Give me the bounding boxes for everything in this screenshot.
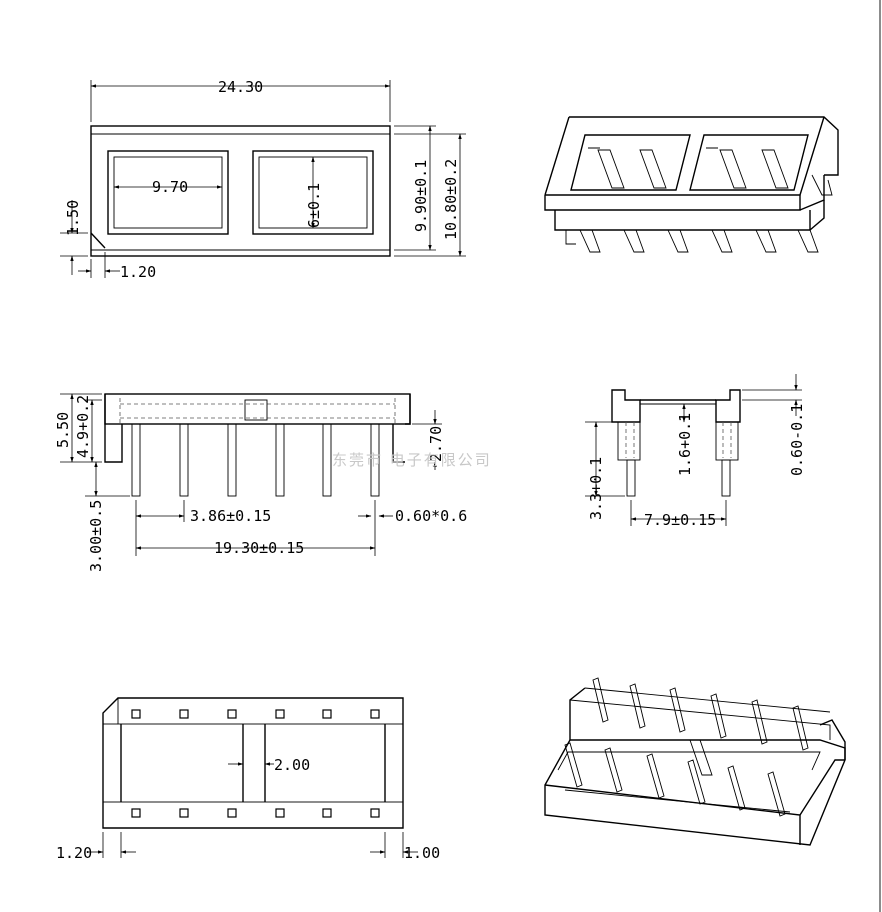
dim-end-mid: 1.6+0.1 bbox=[676, 413, 694, 476]
dim-chamfer-h: 1.20 bbox=[120, 263, 156, 281]
bottom-view: 2.00 1.20 1.00 bbox=[56, 697, 440, 862]
watermark: 东莞市 电子有限公司 bbox=[332, 451, 492, 469]
dim-bottom-left: 1.20 bbox=[56, 844, 92, 862]
dim-end-row-spacing: 7.9±0.15 bbox=[644, 511, 716, 529]
dim-end-pin-length: 3.3+0.1 bbox=[587, 457, 605, 520]
dim-height-outer: 10.80±0.2 bbox=[442, 159, 460, 240]
dim-pin-pitch: 3.86±0.15 bbox=[190, 507, 271, 525]
dim-side-total: 5.50 bbox=[54, 412, 72, 448]
dim-top-width: 24.30 bbox=[218, 78, 263, 96]
dim-height-inner: 9.90±0.1 bbox=[412, 160, 430, 232]
isometric-view-top bbox=[544, 116, 839, 253]
dim-pin-size: 0.60*0.6 bbox=[395, 507, 467, 525]
dim-window-height: 6±0.1 bbox=[305, 183, 323, 228]
dim-chamfer-v: 1.50 bbox=[64, 200, 82, 236]
end-view: 3.3+0.1 1.6+0.1 0.60-0.1 7.9±0.15 bbox=[585, 374, 806, 529]
dim-window-width: 9.70 bbox=[152, 178, 188, 196]
dim-pin-span: 19.30±0.15 bbox=[214, 539, 304, 557]
top-view: 24.30 9.70 6±0.1 9.90±0.1 10.80±0.2 1.50… bbox=[60, 78, 466, 281]
dim-bottom-rib: 2.00 bbox=[274, 756, 310, 774]
dim-side-body: 4.9+0.2 bbox=[74, 395, 92, 458]
dim-pin-length: 3.00±0.5 bbox=[87, 500, 105, 572]
side-view: 5.50 4.9+0.2 3.00±0.5 2.70 3.86±0.15 19.… bbox=[54, 393, 467, 572]
dim-end-wall: 0.60-0.1 bbox=[788, 404, 806, 476]
dim-standoff: 2.70 bbox=[427, 426, 445, 462]
dim-bottom-right: 1.00 bbox=[404, 844, 440, 862]
isometric-view-bottom bbox=[544, 677, 846, 846]
